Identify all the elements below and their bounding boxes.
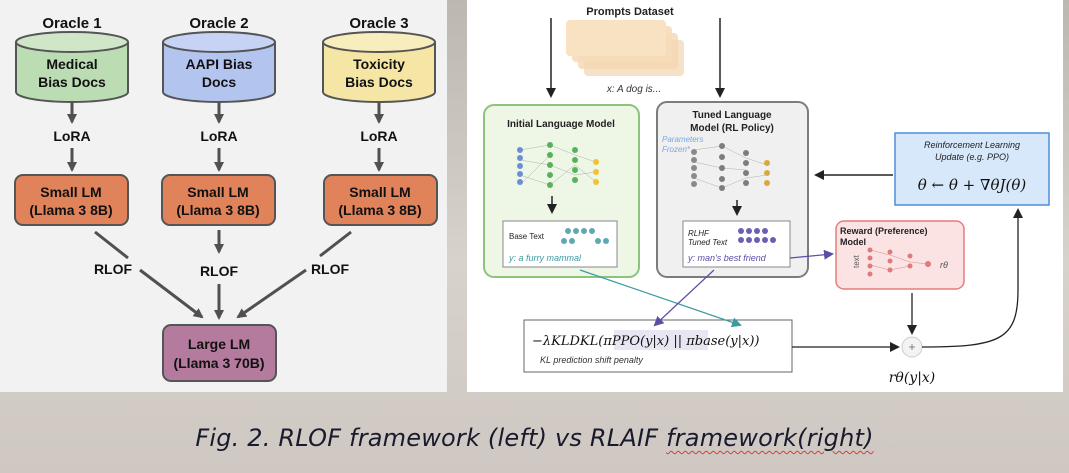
oracle-1-docs-line2: Bias Docs	[38, 74, 106, 90]
initial-neural-net-icon	[517, 142, 599, 188]
small-lm-box-3: Small LM (Llama 3 8B)	[323, 174, 438, 226]
reward-output-label: rθ(y|x)	[889, 370, 936, 386]
oracle-1-title: Oracle 1	[42, 15, 101, 32]
initial-output-text: y: a furry mammal	[508, 253, 582, 263]
tuned-output-text: y: man's best friend	[687, 253, 767, 263]
oracle-2-docs-line2: Docs	[202, 74, 236, 90]
svg-text:Model: Model	[840, 237, 866, 247]
oracle-1-docs-line1: Medical	[46, 56, 97, 72]
svg-text:rθ: rθ	[940, 260, 948, 270]
prompts-dataset-stack	[566, 20, 684, 76]
prompt-example: x: A dog is...	[606, 84, 661, 95]
arrow-rlof3-largelm	[236, 268, 307, 319]
svg-text:Small LM: Small LM	[349, 184, 410, 200]
lora-label-1: LoRA	[53, 128, 90, 144]
svg-text:(Llama 3 8B): (Llama 3 8B)	[176, 202, 259, 218]
svg-text:Tuned Language: Tuned Language	[692, 110, 772, 121]
rl-update-formula: θ ← θ + ∇θJ(θ)	[918, 176, 1027, 194]
oracle-3-docs-line2: Bias Docs	[345, 74, 413, 90]
arrow-tuned-kl	[653, 269, 715, 327]
svg-text:Frozen*: Frozen*	[662, 145, 691, 154]
initial-language-model-box: Initial Language Model	[483, 104, 640, 278]
oracle-3-docs-line1: Toxicity	[353, 56, 405, 72]
rl-update-box: Reinforcement Learning Update (e.g. PPO)…	[894, 132, 1050, 206]
svg-text:Model (RL Policy): Model (RL Policy)	[690, 123, 774, 134]
oracle-2-title: Oracle 2	[189, 15, 248, 32]
figure-caption: Fig. 2. RLOF framework (left) vs RLAIF f…	[0, 424, 1069, 452]
svg-text:Base Text: Base Text	[509, 232, 545, 241]
large-lm-box: Large LM (Llama 3 70B)	[162, 324, 277, 382]
svg-text:Small LM: Small LM	[40, 184, 101, 200]
line-smalllm1-rlof	[94, 230, 129, 260]
lora-label-3: LoRA	[360, 128, 397, 144]
sum-node: +	[901, 336, 923, 358]
svg-text:Large LM: Large LM	[188, 336, 250, 352]
oracle-2-docs-line1: AAPI Bias	[186, 56, 253, 72]
svg-text:(Llama 3 70B): (Llama 3 70B)	[173, 355, 264, 371]
oracle-3-title: Oracle 3	[349, 15, 408, 32]
arrow-initial-kl	[579, 269, 742, 328]
arrow-rlof1-largelm	[139, 268, 204, 319]
kl-penalty-formula: −λKLDKL(πPPO(y|x) || πbase(y|x))	[532, 334, 760, 349]
arrow-sum-rlupdate	[921, 208, 1023, 348]
svg-text:Update (e.g. PPO): Update (e.g. PPO)	[935, 152, 1009, 162]
small-lm-box-2: Small LM (Llama 3 8B)	[161, 174, 276, 226]
svg-text:Initial Language Model: Initial Language Model	[507, 119, 615, 130]
oracle-2-docs-cylinder: AAPI Bias Docs	[162, 31, 276, 103]
line-smalllm3-rlof	[319, 230, 352, 258]
svg-text:Tuned Text: Tuned Text	[688, 238, 728, 247]
kl-penalty-box: −λKLDKL(πPPO(y|x) || πbase(y|x)) KL pred…	[523, 319, 793, 373]
svg-text:Small LM: Small LM	[187, 184, 248, 200]
caption-main: Fig. 2. RLOF framework (left) vs RLAIF	[195, 424, 667, 452]
rlof-label-3: RLOF	[311, 261, 350, 277]
prompts-dataset-title: Prompts Dataset	[586, 6, 674, 18]
svg-text:+: +	[908, 340, 915, 354]
oracle-1-docs-cylinder: Medical Bias Docs	[15, 31, 129, 103]
lora-label-2: LoRA	[200, 128, 237, 144]
svg-text:(Llama 3 8B): (Llama 3 8B)	[338, 202, 421, 218]
svg-text:Reward (Preference): Reward (Preference)	[840, 226, 928, 236]
tuned-neural-net-icon	[691, 143, 770, 191]
oracle-3-docs-cylinder: Toxicity Bias Docs	[322, 31, 436, 103]
rlof-label-2: RLOF	[200, 263, 239, 279]
arrow-tuned-reward	[789, 249, 834, 260]
svg-text:(Llama 3 8B): (Llama 3 8B)	[29, 202, 112, 218]
svg-text:text: text	[852, 254, 861, 268]
small-lm-box-1: Small LM (Llama 3 8B)	[14, 174, 129, 226]
reward-model-box: Reward (Preference) Model text rθ	[835, 220, 965, 290]
rlaif-diagram: Prompts Dataset x: A dog is... Initial L…	[483, 6, 1050, 386]
kl-penalty-label: KL prediction shift penalty	[540, 355, 643, 365]
svg-text:Reinforcement Learning: Reinforcement Learning	[924, 140, 1020, 150]
svg-text:Parameters: Parameters	[662, 135, 703, 144]
reward-neural-net-icon	[867, 247, 931, 277]
rlof-diagram: Oracle 1 Oracle 2 Oracle 3 Medical Bias …	[14, 15, 438, 382]
rlof-label-1: RLOF	[94, 261, 133, 277]
svg-text:RLHF: RLHF	[688, 229, 710, 238]
tuned-language-model-box: Tuned Language Model (RL Policy) Paramet…	[656, 101, 809, 278]
caption-tail: framework(right)	[666, 424, 874, 452]
